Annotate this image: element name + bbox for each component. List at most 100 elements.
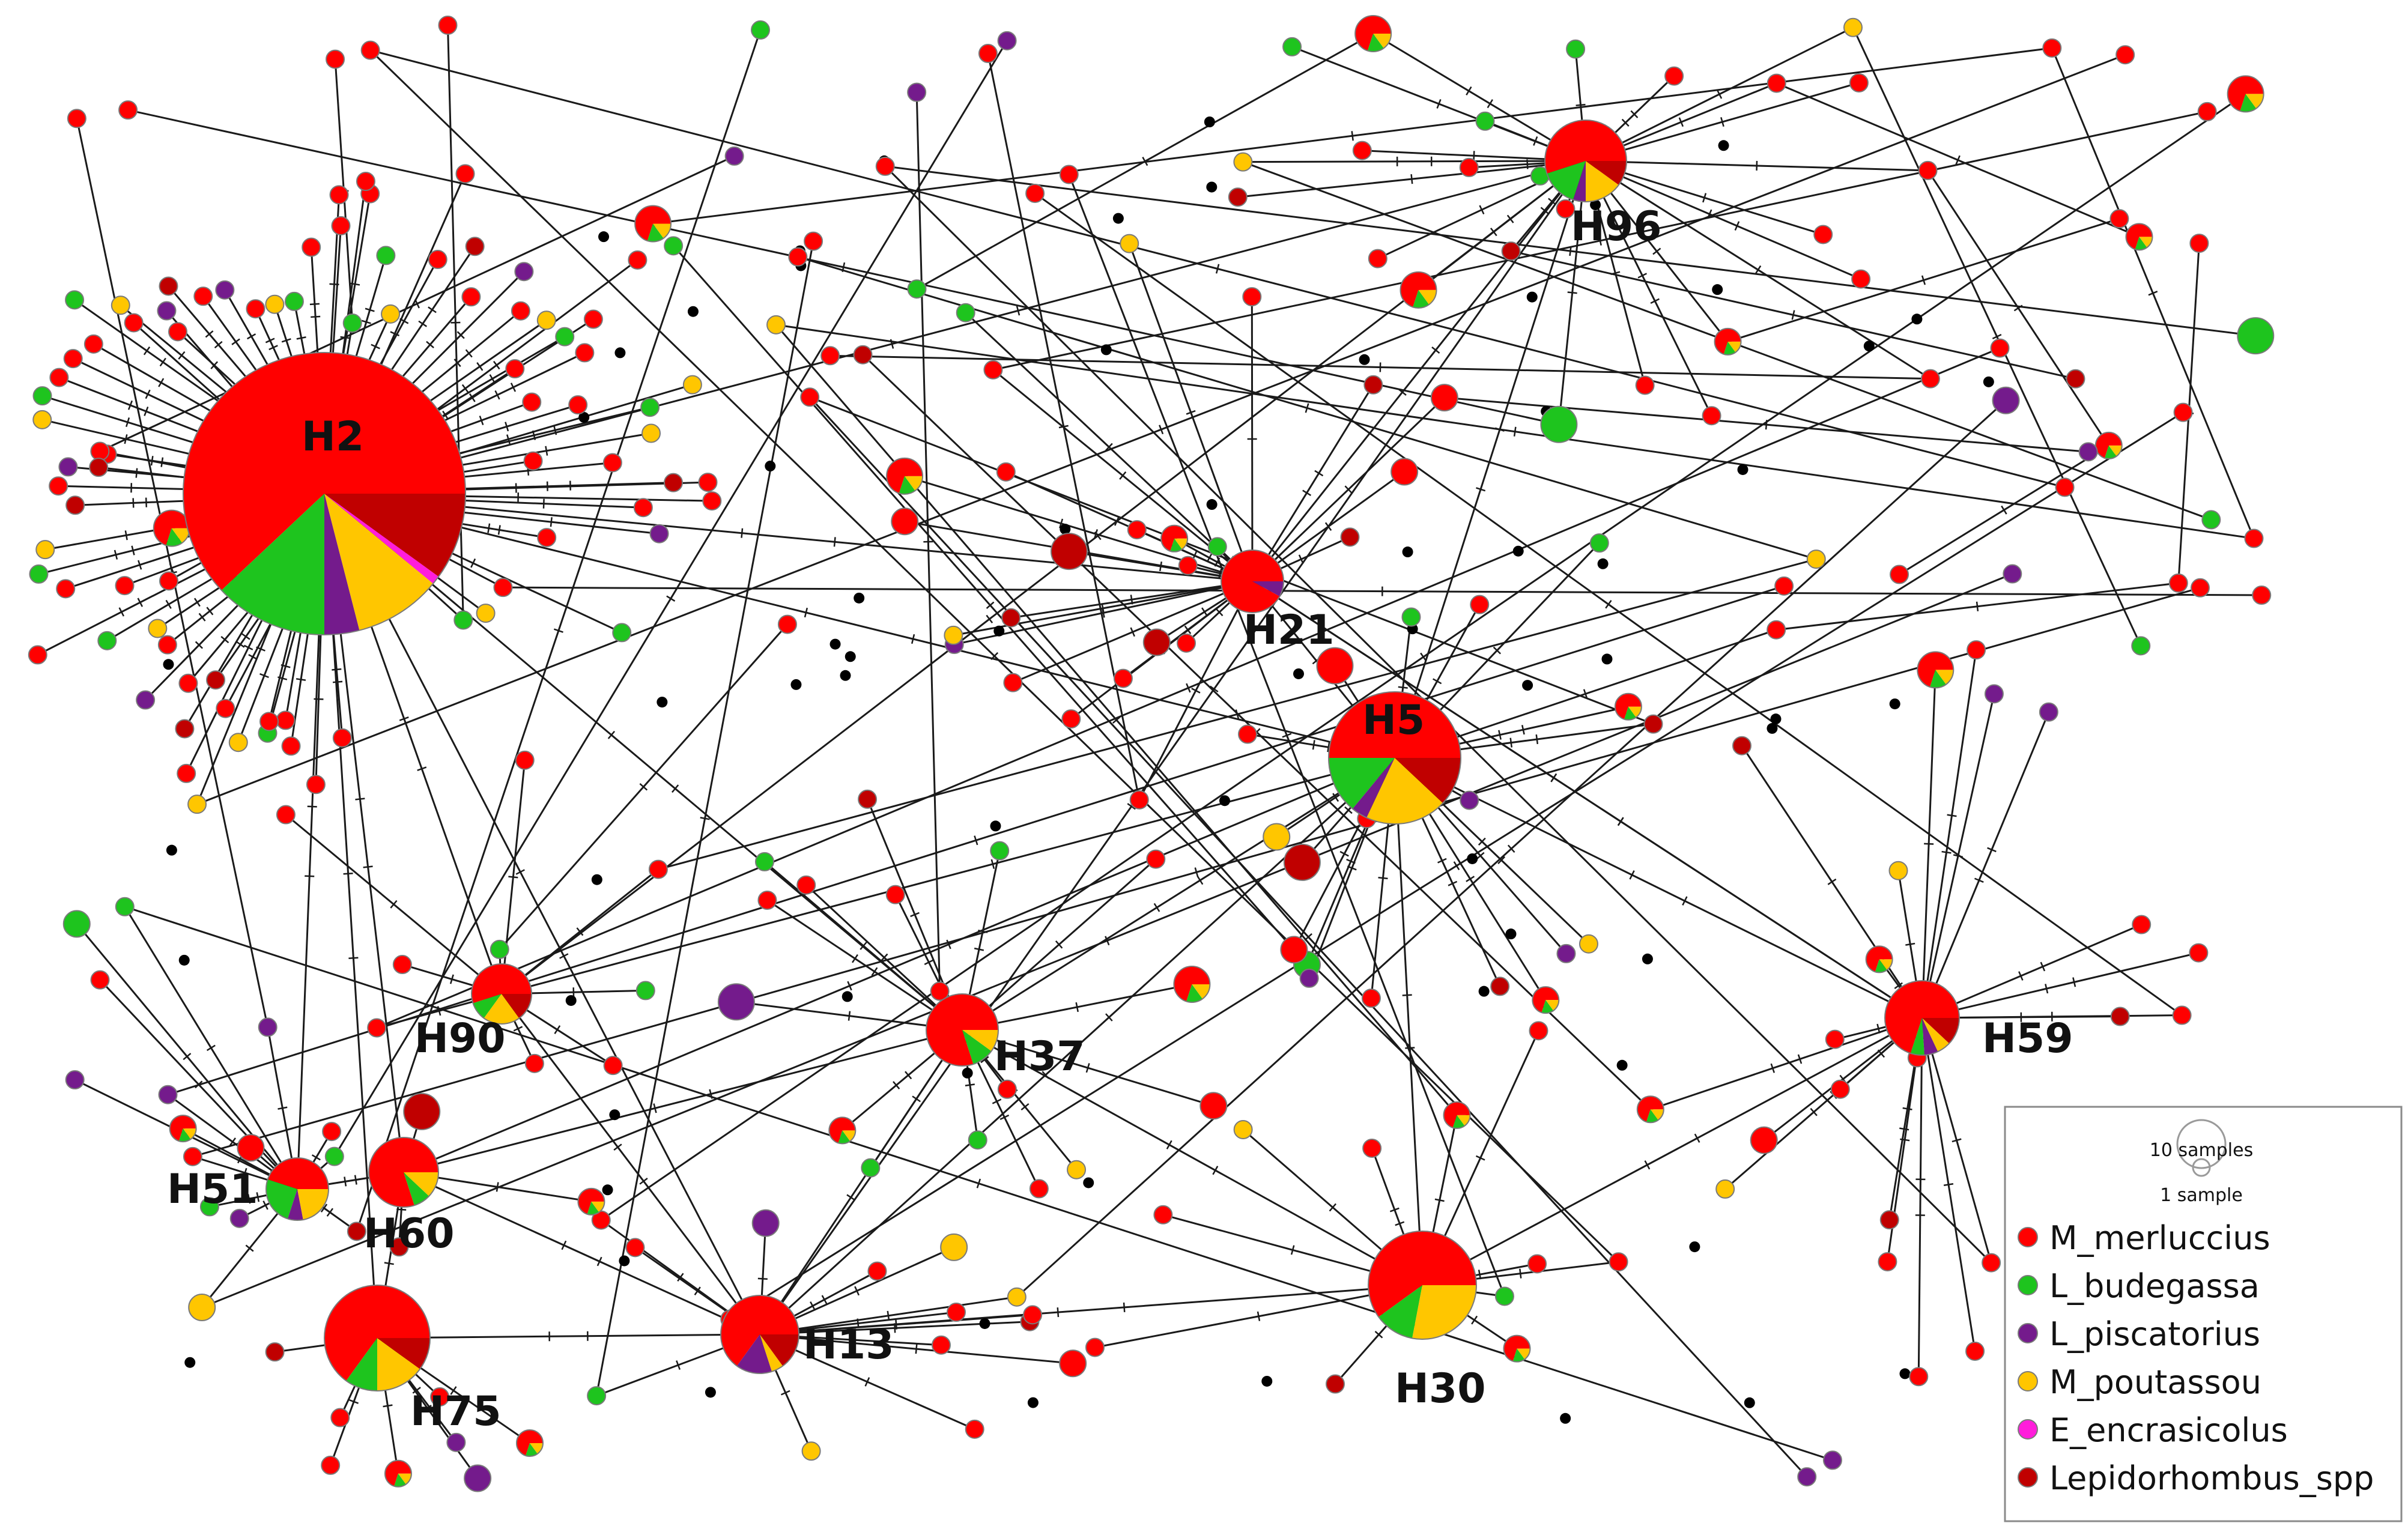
- mutation-tick: [195, 641, 204, 649]
- mutation-tick: [2013, 304, 2023, 312]
- mutation-tick: [1215, 264, 1220, 274]
- pie-slice-m_merluccius: [1174, 966, 1210, 1002]
- mutation-tick: [986, 601, 995, 610]
- small-pie-node: [1354, 15, 1392, 53]
- pie-slice-m_merluccius: [1400, 271, 1437, 307]
- haplotype-node: [1982, 1253, 2001, 1273]
- median-vector-node: [840, 670, 851, 681]
- scale-label-small: 1 sample: [2160, 1185, 2243, 1206]
- network-edge: [1917, 1017, 1923, 1377]
- pie-slice-m_merluccius: [829, 1117, 856, 1143]
- median-vector-node: [1737, 464, 1748, 475]
- pie-outline: [1884, 980, 1960, 1056]
- haplotype-node: [649, 524, 669, 543]
- mutation-tick: [1339, 850, 1349, 857]
- haplotype-node: [664, 473, 684, 492]
- mutation-tick: [183, 1053, 192, 1061]
- haplotype-node: [347, 1222, 366, 1241]
- mutation-tick: [1437, 858, 1447, 864]
- mutation-tick: [1902, 1107, 1912, 1110]
- mutation-tick: [990, 859, 995, 869]
- pie-slice-l_budegassa: [221, 494, 324, 635]
- haplotype-node: [306, 775, 326, 795]
- mutation-tick: [1876, 1023, 1881, 1034]
- haplotype-node: [461, 287, 481, 307]
- haplotype-node: [1643, 714, 1663, 734]
- mutation-tick: [1402, 994, 1412, 996]
- hub-label-H96: H96: [1571, 203, 1662, 250]
- haplotype-node: [1127, 520, 1147, 540]
- haplotype-node: [265, 1342, 285, 1362]
- mutation-tick: [978, 930, 988, 933]
- hub-h96: [1544, 120, 1627, 202]
- haplotype-node: [522, 392, 542, 412]
- mutation-tick: [901, 883, 906, 893]
- haplotype-node: [158, 1085, 178, 1104]
- pie-slice-m_merluccius: [1866, 946, 1893, 972]
- haplotype-node: [2042, 38, 2062, 58]
- mutation-tick: [349, 1399, 359, 1404]
- network-edge: [501, 757, 1395, 995]
- mutation-tick: [1215, 608, 1224, 617]
- haplotype-node: [2189, 234, 2209, 253]
- mutation-tick: [343, 872, 353, 875]
- mutation-tick: [880, 953, 888, 962]
- median-vector-node: [705, 1387, 716, 1398]
- haplotype-node: [281, 736, 301, 756]
- pie-outline: [1503, 1334, 1531, 1363]
- haplotype-node: [751, 1209, 780, 1237]
- mutation-tick: [281, 664, 291, 668]
- mutation-tick: [1346, 858, 1356, 864]
- network-edge: [1252, 580, 1923, 1019]
- pie-slice-m_poutassou: [1922, 1018, 1950, 1052]
- haplotype-node: [2201, 510, 2221, 530]
- haplotype-node: [1177, 633, 1196, 653]
- haplotype-node: [199, 1197, 219, 1217]
- small-pie-node: [886, 457, 924, 495]
- pie-slice-m_merluccius: [1329, 692, 1461, 758]
- small-pie-node: [1503, 1334, 1531, 1363]
- small-pie-node: [1865, 945, 1893, 973]
- mutation-tick: [1494, 427, 1505, 432]
- pie-outline: [1354, 15, 1392, 53]
- haplotype-node: [326, 49, 345, 69]
- haplotype-node: [633, 498, 653, 518]
- haplotype-node: [537, 528, 557, 548]
- pie-outline: [1544, 120, 1627, 202]
- pie-slice-l_budegassa: [587, 1201, 599, 1215]
- mutation-tick: [277, 676, 288, 680]
- haplotype-node: [640, 398, 660, 417]
- median-vector-node: [790, 679, 802, 690]
- mutation-tick: [1329, 1203, 1337, 1212]
- pie-slice-l_budegassa: [346, 1338, 377, 1391]
- mutation-tick: [1943, 1183, 1954, 1186]
- small-pie-node: [1443, 1101, 1471, 1129]
- pie-slice-l_piscatorius: [287, 1189, 303, 1220]
- mutation-tick: [1953, 854, 1964, 858]
- mutation-tick: [559, 953, 569, 959]
- haplotype-node: [885, 885, 905, 904]
- network-edge: [37, 559, 225, 656]
- mutation-tick: [1702, 193, 1707, 203]
- pie-outline: [1160, 524, 1189, 553]
- haplotype-node: [332, 728, 352, 748]
- pie-slice-l_budegassa: [404, 1172, 429, 1206]
- mutation-tick: [1992, 334, 2002, 340]
- haplotype-node: [1967, 640, 1986, 660]
- pie-outline: [886, 457, 924, 495]
- haplotype-node: [403, 1092, 441, 1130]
- mutation-tick: [1519, 1268, 1522, 1279]
- pie-slice-l_budegassa: [1624, 706, 1636, 720]
- pie-slice-lepidorhombus_spp: [1395, 758, 1461, 804]
- haplotype-node: [2173, 402, 2193, 422]
- mutation-tick: [198, 613, 206, 622]
- mutation-tick: [143, 346, 151, 356]
- mutation-tick: [1506, 214, 1514, 223]
- network-edge: [1243, 160, 1586, 163]
- haplotype-node: [1797, 1467, 1817, 1487]
- median-vector-node: [1112, 213, 1124, 224]
- pie-slice-l_budegassa: [2135, 237, 2147, 250]
- mutation-tick: [894, 1323, 896, 1333]
- haplotype-node: [1242, 287, 1262, 307]
